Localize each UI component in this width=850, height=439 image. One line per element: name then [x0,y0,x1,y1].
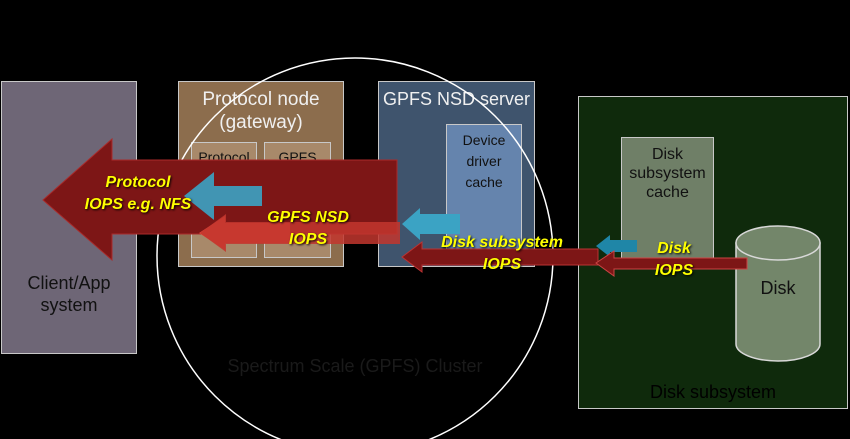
device-driver-cache-box [446,124,522,264]
client-app-system-label: Client/App system [27,273,111,315]
disk-subsystem-title: Disk subsystem [649,382,777,402]
disk-cache-blue-arrow [596,235,637,257]
nsd-server-title: GPFS NSD server [382,89,531,109]
gpfs-nsd-iops-label: GPFS NSD IOPS [267,209,349,248]
gpfs-nsd-iops-arrow [200,214,400,252]
disk-subsystem-iops-label: Disk subsystem IOPS [441,234,563,273]
disk-label: Disk [760,278,796,298]
nsd-blue-arrow [402,208,460,240]
protocol-node-title: Protocol node (gateway) [202,89,320,133]
protocol-cache-blue-arrow [184,172,262,220]
disk-iops-arrow [595,250,748,277]
disk-cylinder [735,225,821,362]
cluster-label: Spectrum Scale (GPFS) Cluster [227,356,483,376]
disk-subsystem-cache-label: Disk subsystem cache [629,146,706,202]
protocol-iops-label: Protocol IOPS e.g. NFS [84,174,192,213]
disk-subsystem-iops-arrow [401,241,599,273]
disk-iops-label: Disk IOPS [654,240,694,279]
device-driver-cache-label: Device driver cache [462,132,506,190]
